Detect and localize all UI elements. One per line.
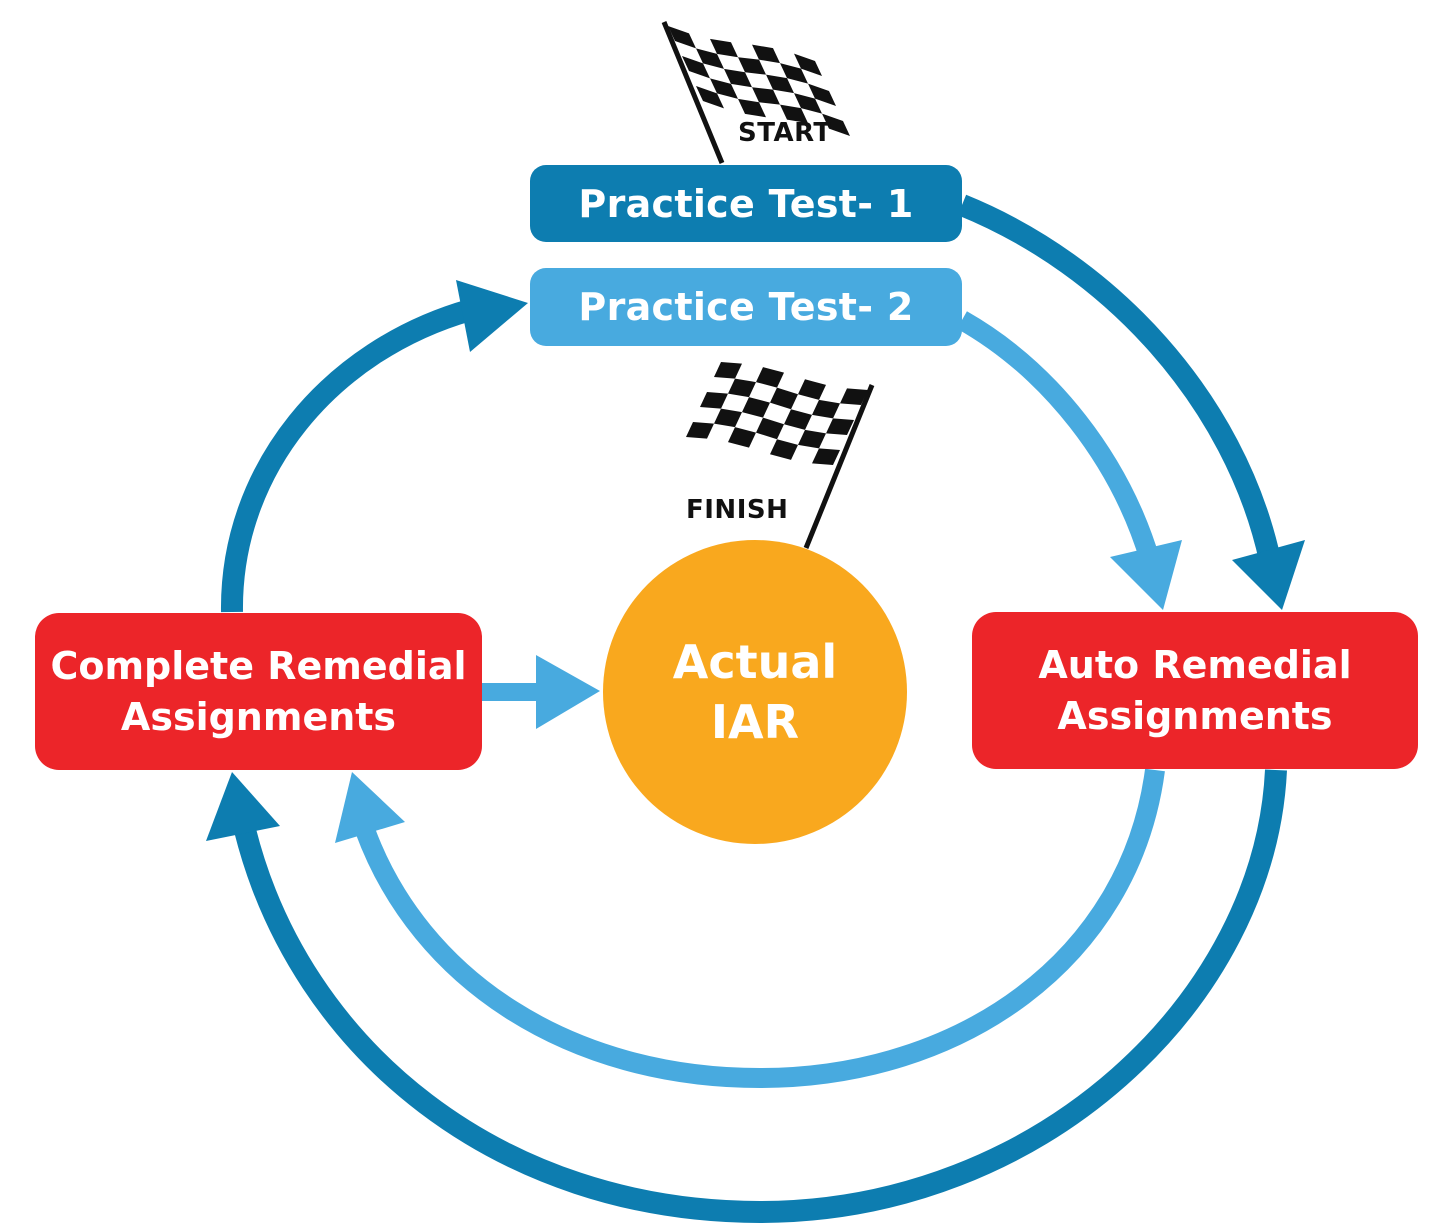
auto-remedial-line1: Auto Remedial [1038,642,1352,687]
start-flag-icon [661,21,850,164]
finish-label: FINISH [686,495,789,525]
flag-check [724,68,752,88]
start-label: START [738,118,832,148]
practice-test-1-node: Practice Test- 1 [530,165,962,242]
flag-check [770,439,798,460]
complete-remedial-line2: Assignments [120,694,397,739]
flag-check [710,78,738,99]
arrowhead-complete-to-pt2 [456,280,528,352]
flag-check [682,56,710,79]
flag-check [780,104,808,124]
flag-check [686,422,714,439]
flag-check [826,418,854,435]
flag-check [738,57,766,75]
auto-remedial-line2: Assignments [1057,693,1333,738]
flag-check [714,362,742,379]
flag-check [738,98,766,118]
flag-check [696,48,724,69]
flag-check [812,399,840,419]
flag-check [798,429,826,449]
complete-remedial-node: Complete Remedial Assignments [35,613,482,770]
flag-check [700,392,728,409]
flag-check [794,53,822,77]
flag-check [756,367,784,388]
flag-check [756,417,784,440]
flag-check [728,378,756,398]
practice-test-2-label: Practice Test- 2 [578,285,914,329]
arrowhead-pt1-to-auto-remedial [1232,540,1305,610]
actual-iar-line2: IAR [710,695,800,749]
flag-check [766,74,794,94]
arrow-auto-to-complete-outer [234,769,1287,1224]
arrowhead-auto-to-complete-outer [206,772,280,841]
arrow-auto-to-complete-inner [355,768,1165,1089]
flag-check [798,379,826,400]
complete-remedial-line1: Complete Remedial [50,643,467,688]
arrowhead-complete-to-iar [536,655,600,729]
arrow-complete-to-iar-shaft [482,683,540,701]
flag-check [794,93,822,114]
arrow-complete-to-pt2 [220,299,474,613]
flag-check [752,87,780,105]
flag-check [714,408,742,428]
arrowhead-auto-to-complete-inner [335,772,405,843]
actual-iar-node: Actual IAR [603,540,907,844]
flag-check [780,63,808,84]
flag-check [822,113,850,137]
flag-check [840,388,868,405]
flag-check [752,44,780,64]
arrow-pt1-to-auto-remedial [957,194,1281,563]
auto-remedial-node: Auto Remedial Assignments [972,612,1418,769]
arrow-pt2-to-auto-remedial [957,311,1160,563]
flag-check [696,86,724,109]
flag-check [808,83,836,107]
flag-check [784,409,812,430]
finish-flag-icon [686,362,875,549]
flag-check [812,448,840,465]
flag-check [668,26,696,49]
flag-check [710,38,738,58]
practice-test-2-node: Practice Test- 2 [530,268,962,346]
flag-check [728,427,756,448]
actual-iar-line1: Actual [672,635,838,689]
flag-check [770,387,798,410]
flag-check [742,397,770,418]
arrowhead-pt2-to-auto-remedial [1110,540,1182,610]
practice-test-1-label: Practice Test- 1 [578,181,914,226]
